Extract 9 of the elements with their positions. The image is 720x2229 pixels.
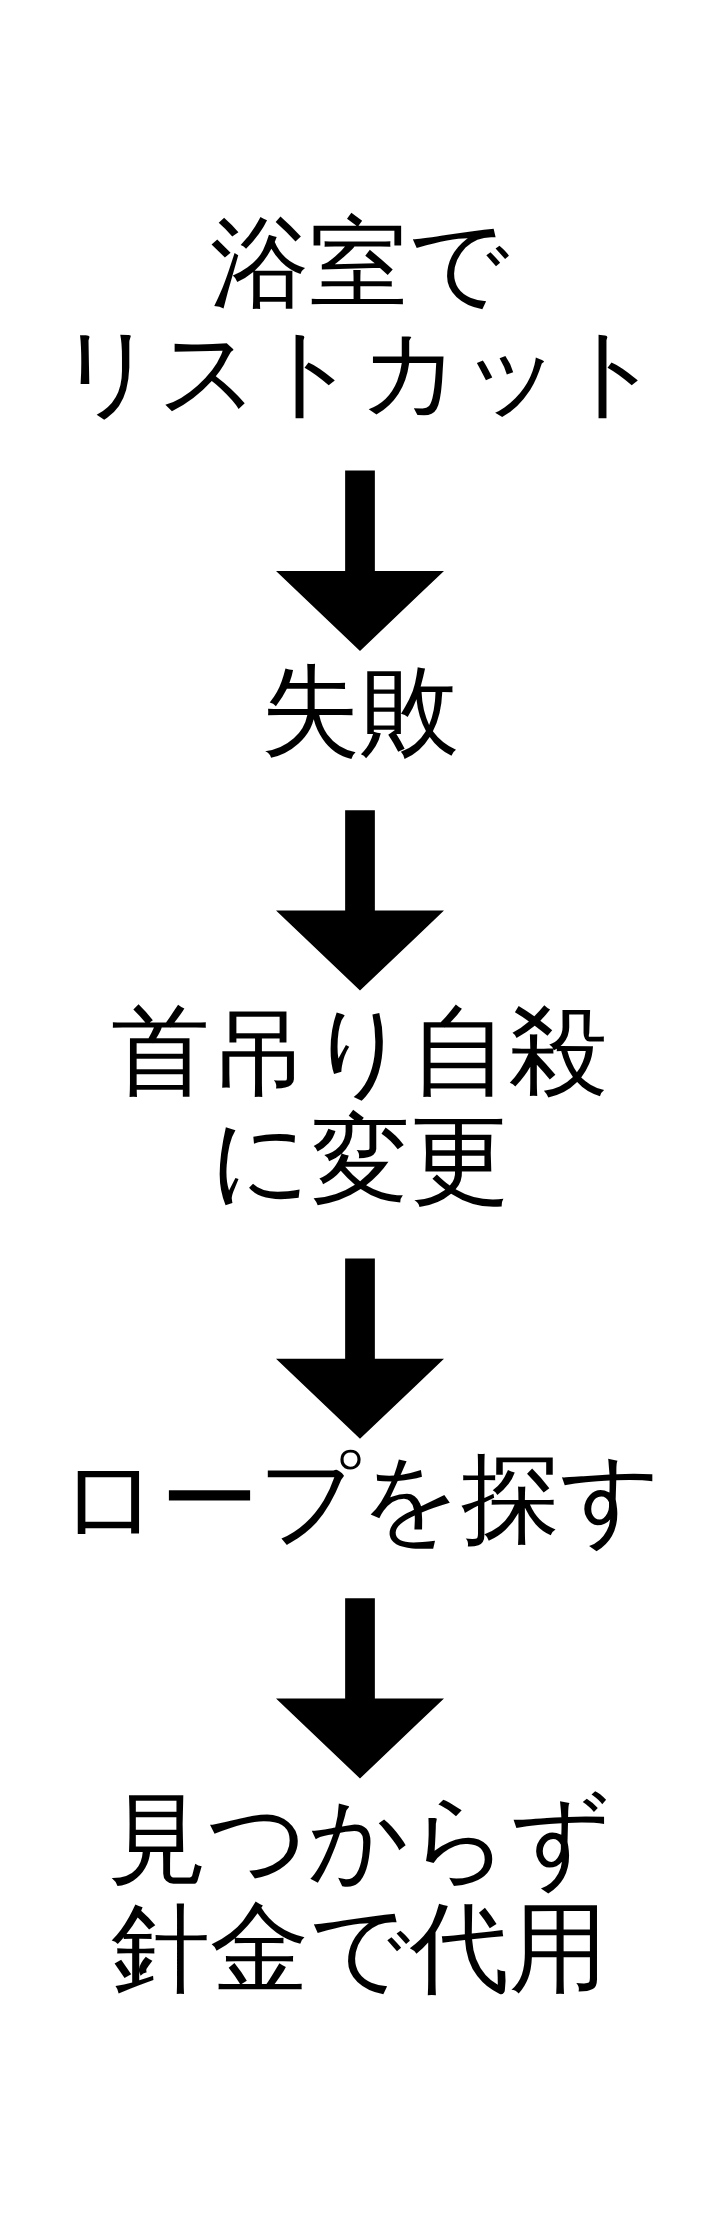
node-text: 首吊り自殺に変更	[111, 992, 609, 1217]
arrow	[276, 1258, 444, 1439]
arrow	[276, 810, 444, 991]
node-text: 見つからず針金で代用	[108, 1780, 612, 2005]
node-text: ロープを探す	[59, 1441, 661, 1557]
arrow	[276, 470, 444, 651]
arrow	[276, 1598, 444, 1779]
node-text: 浴室でリストカット	[57, 204, 663, 429]
node-text: 失敗	[261, 653, 459, 769]
